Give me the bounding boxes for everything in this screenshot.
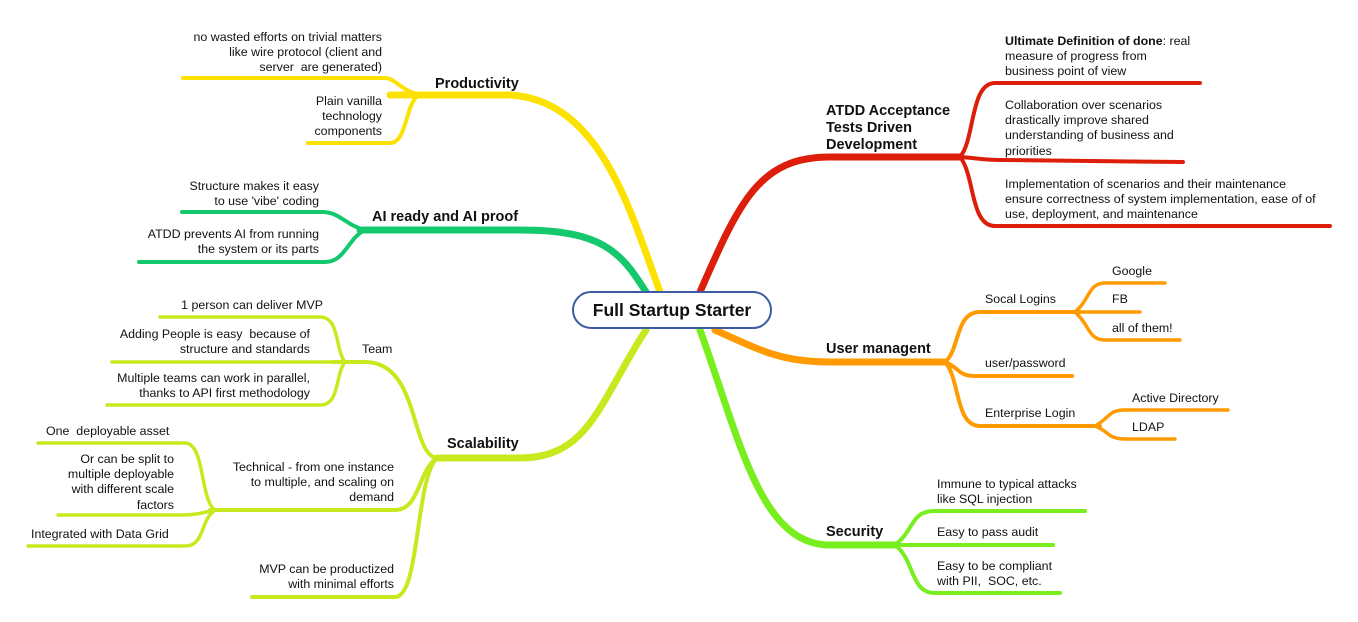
branch-ai bbox=[356, 226, 650, 296]
productivity-item-2: Plain vanilla technology components bbox=[314, 94, 382, 139]
team-item-3: Multiple teams can work in parallel, tha… bbox=[117, 371, 310, 401]
team-item-2: Adding People is easy because of structu… bbox=[119, 327, 310, 357]
branch-atdd bbox=[696, 153, 964, 296]
mvp-item: MVP can be productized with minimal effo… bbox=[259, 562, 394, 592]
connector-enterprise bbox=[943, 360, 1102, 428]
security-item-1: Immune to typical attacks like SQL injec… bbox=[937, 477, 1077, 507]
team-item-1: 1 person can deliver MVP bbox=[181, 298, 323, 312]
connector-productivity-item2 bbox=[306, 93, 422, 145]
security-item-3: Easy to be compliant with PII, SOC, etc. bbox=[937, 559, 1053, 589]
connector-social-google bbox=[1073, 281, 1167, 314]
connector-enterprise-ldap bbox=[1093, 424, 1177, 441]
connector-security-item1 bbox=[893, 509, 1087, 547]
connector-mvp bbox=[250, 456, 439, 599]
atdd-item-1-rest: : real measure of progress from business… bbox=[1005, 34, 1191, 79]
atdd-item-1-bold: Ultimate Definition of done bbox=[1005, 34, 1163, 48]
social-fb: FB bbox=[1112, 292, 1128, 306]
social-google: Google bbox=[1112, 264, 1152, 278]
social-all: all of them! bbox=[1112, 321, 1173, 335]
connector-security-item3 bbox=[893, 543, 1062, 595]
branch-scalability bbox=[433, 326, 650, 462]
technical-item-3: Integrated with Data Grid bbox=[31, 527, 169, 541]
connector-technical-item1 bbox=[36, 441, 217, 512]
connector-ai-item1 bbox=[180, 210, 367, 232]
connector-social bbox=[943, 310, 1082, 364]
branch-productivity bbox=[386, 91, 664, 296]
technical-label: Technical - from one instance to multipl… bbox=[232, 460, 394, 505]
security-title: Security bbox=[826, 524, 884, 540]
atdd-item-1: Ultimate Definition of done: real measur… bbox=[1005, 34, 1190, 80]
technical-item-1: One deployable asset bbox=[46, 424, 170, 438]
connector-atdd-item1 bbox=[958, 81, 1202, 159]
connector-social-all bbox=[1073, 310, 1182, 342]
connector-team-item1 bbox=[158, 315, 347, 364]
user-title: User managent bbox=[826, 341, 931, 357]
atdd-item-2: Collaboration over scenarios drastically… bbox=[1005, 98, 1174, 158]
enterprise-ldap: LDAP bbox=[1132, 420, 1165, 434]
branch-user bbox=[711, 326, 949, 366]
connector-enterprise-ad bbox=[1093, 408, 1230, 428]
connector-productivity-item1 bbox=[181, 76, 422, 97]
connector-team-item3 bbox=[105, 360, 347, 407]
connector-technical-item3 bbox=[26, 508, 217, 548]
enterprise-login-label: Enterprise Login bbox=[985, 406, 1076, 420]
branch-security bbox=[696, 326, 899, 549]
atdd-title: ATDD Acceptance Tests Driven Development bbox=[826, 103, 951, 153]
social-logins-label: Socal Logins bbox=[985, 292, 1056, 306]
enterprise-ad: Active Directory bbox=[1132, 391, 1219, 405]
scalability-title: Scalability bbox=[447, 436, 519, 452]
connector-ai-item2 bbox=[137, 228, 367, 264]
connector-atdd-item3 bbox=[958, 155, 1332, 228]
ai-item-2: ATDD prevents AI from running the system… bbox=[147, 227, 319, 257]
security-item-2: Easy to pass audit bbox=[937, 525, 1039, 539]
technical-item-2: Or can be split to multiple deployable w… bbox=[67, 452, 174, 512]
productivity-title: Productivity bbox=[435, 76, 519, 92]
connector-password bbox=[943, 360, 1074, 378]
ai-item-1: Structure makes it easy to use 'vibe' co… bbox=[189, 179, 319, 209]
ai-title: AI ready and AI proof bbox=[372, 209, 519, 225]
team-label: Team bbox=[362, 342, 393, 356]
connector-atdd-item2 bbox=[958, 155, 1185, 164]
center-node: Full Startup Starter bbox=[572, 291, 772, 329]
productivity-item-1: no wasted efforts on trivial matters lik… bbox=[193, 30, 382, 75]
connector-team bbox=[331, 360, 439, 460]
atdd-item-3: Implementation of scenarios and their ma… bbox=[1005, 177, 1316, 222]
user-password: user/password bbox=[985, 356, 1066, 370]
